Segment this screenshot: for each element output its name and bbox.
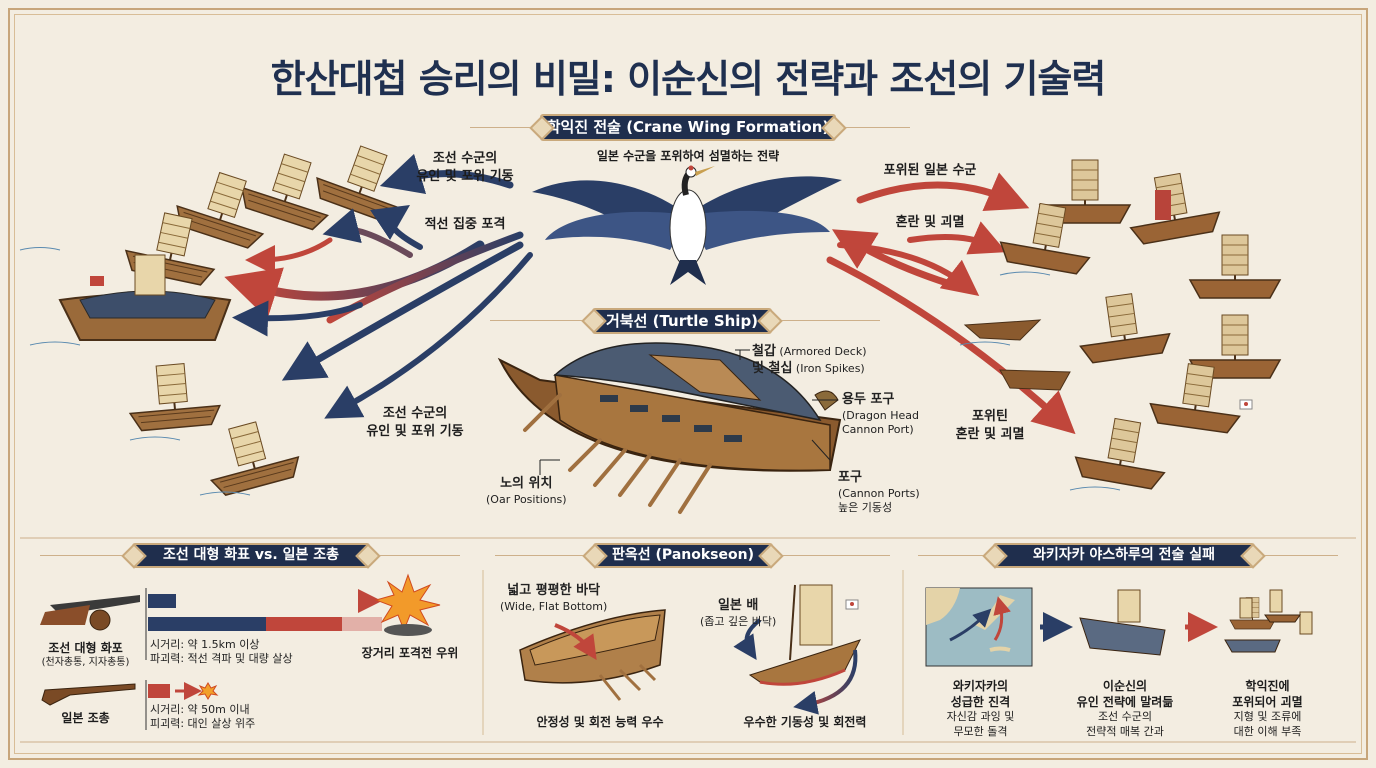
cannon-result: 장거리 포격전 우위	[361, 646, 459, 660]
page-title: 한산대첩 승리의 비밀: 이순신의 전략과 조선의 기술력	[270, 57, 1107, 101]
crane-subtitle: 일본 수군을 포위하여 섬멸하는 전략	[596, 149, 780, 163]
panokseon-caption: 안정성 및 회전 능력 우수	[536, 715, 664, 729]
gun-range-bar	[148, 684, 170, 698]
cannon-bar-1	[148, 594, 176, 608]
japanese-fleet	[959, 159, 1281, 492]
right-attack-arrows	[826, 172, 1076, 435]
right-label-encircled: 포위된 일본 수군	[883, 163, 977, 178]
weapons-banner: 조선 대형 화표 vs. 일본 조총	[132, 543, 370, 568]
left-maneuver-arrows	[224, 153, 533, 419]
wakizaka-steps-graphic	[925, 587, 1313, 667]
weapons-comparison-graphic	[40, 573, 441, 730]
panokseon-graphic	[519, 584, 861, 715]
crane-formation-banner: 학익진 전술 (Crane Wing Formation)	[540, 114, 836, 141]
armored-deck-label: 철갑 (Armored Deck)및 철십 (Iron Spikes)	[752, 344, 867, 376]
page-border	[8, 8, 1368, 760]
cannon-ports-label: 포구(Cannon Ports)높은 기동성	[838, 470, 920, 515]
korean-fleet	[19, 134, 419, 499]
page-border-inner	[14, 14, 1362, 754]
right-label-chaos: 혼란 및 괴멸	[895, 215, 965, 230]
japanese-ship-label: 일본 배(좁고 깊은 바닥)	[700, 598, 777, 628]
flat-bottom-label: 넓고 평평한 바닥(Wide, Flat Bottom)	[500, 583, 608, 613]
wakizaka-banner: 와키자카 야스하루의 전술 실패	[993, 543, 1255, 568]
left-label-bombard: 적선 집중 포격	[424, 217, 506, 232]
panokseon-banner: 판옥선 (Panokseon)	[593, 543, 773, 568]
turtle-ship-illustration	[497, 342, 842, 514]
cannon-range-bar	[148, 617, 266, 631]
japanese-ship-caption: 우수한 기동성 및 회전력	[743, 715, 867, 729]
oar-positions-label: 노의 위치(Oar Positions)	[486, 476, 567, 506]
cannon-name: 조선 대형 화포(천자총통, 지자총통)	[41, 641, 130, 669]
crane-illustration	[532, 165, 842, 285]
turtle-ship-banner: 거북선 (Turtle Ship)	[592, 308, 772, 334]
gun-name: 일본 조총	[61, 711, 110, 725]
